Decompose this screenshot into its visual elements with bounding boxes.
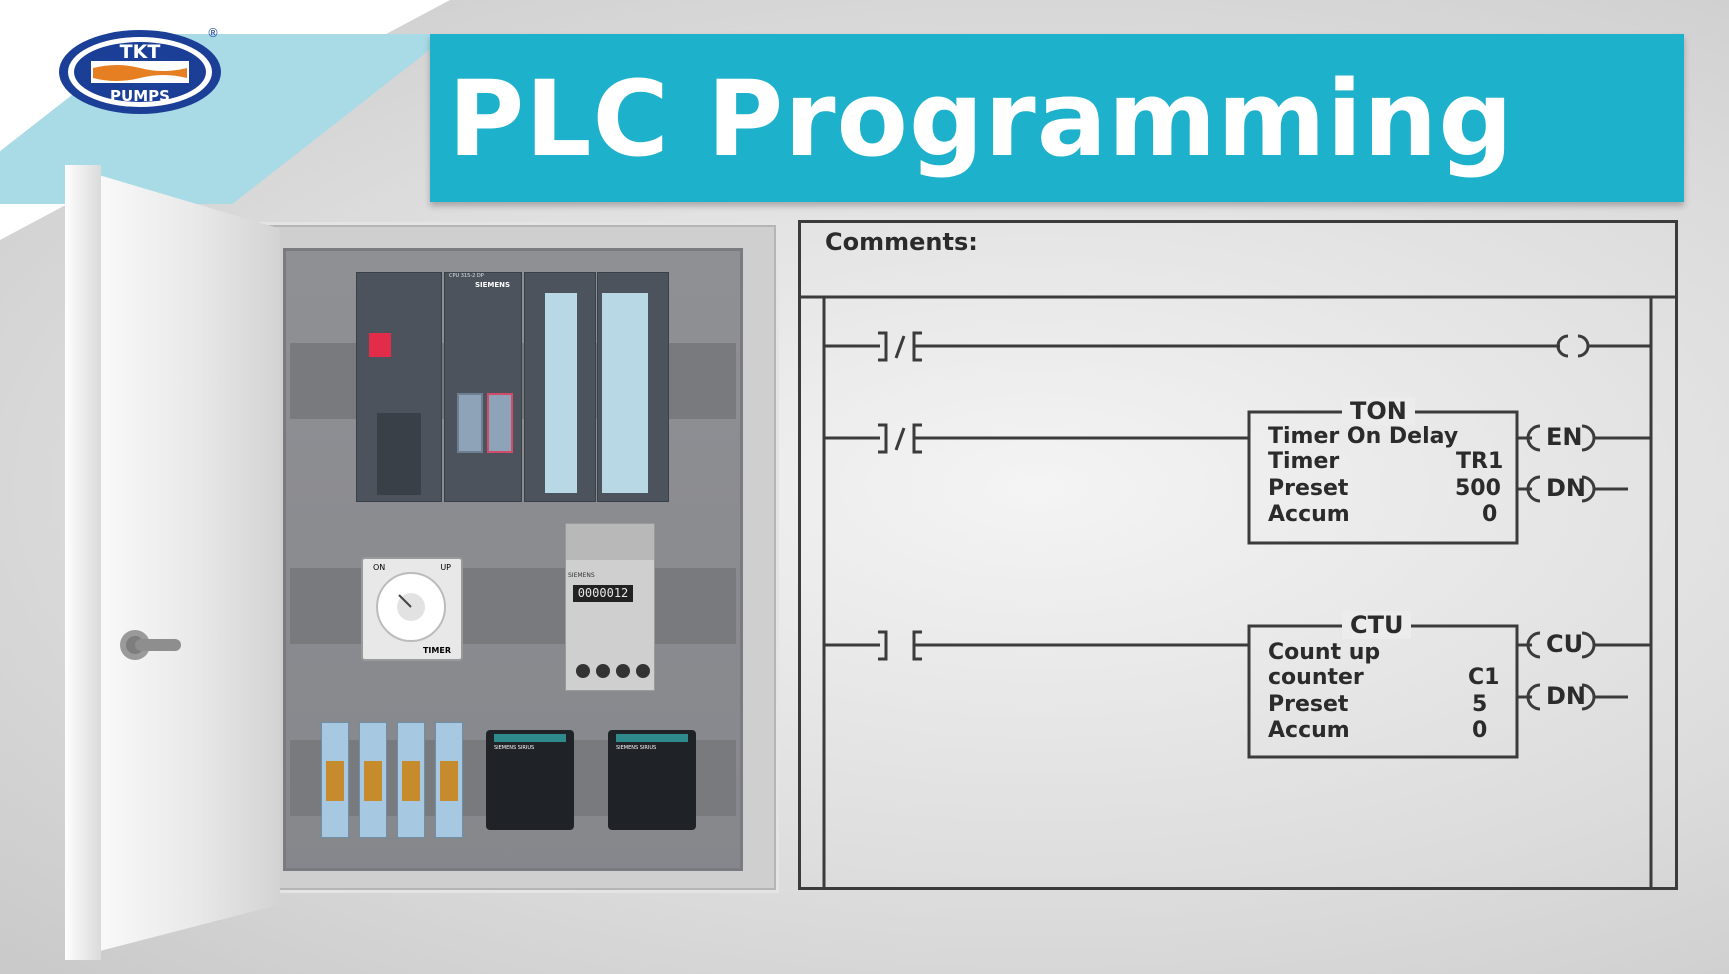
rung3-no-contact-left [878, 630, 888, 661]
contactor-1: SIEMENS SIRIUS [486, 730, 574, 830]
ctu-dn-coil-label: DN [1546, 682, 1587, 710]
cabinet-door-edge [65, 165, 101, 960]
ton-line-1-label: Timer [1268, 449, 1340, 474]
ctu-line-1-label: counter [1268, 665, 1364, 690]
ctu-cu-coil-left [1526, 631, 1541, 659]
plc-model: CPU 315-2 DP [449, 273, 484, 279]
io-label-strip [602, 293, 648, 493]
counter-brand: SIEMENS [568, 572, 595, 579]
ctu-cu-coil-right [1581, 631, 1596, 659]
ctu-line-2-label: Preset [1268, 692, 1349, 717]
analog-timer: ON UP TIMER [361, 557, 463, 661]
ctu-line-0-label: Count up [1268, 640, 1381, 665]
plc-io-module-1 [524, 272, 596, 502]
ton-line-3-label: Accum [1268, 502, 1350, 527]
power-vent [377, 413, 421, 495]
ladder-diagram-frame [798, 220, 1678, 890]
ctu-cu-coil-label: CU [1546, 630, 1584, 658]
io-label-strip [545, 293, 577, 493]
timer-on-label: ON [373, 563, 386, 572]
tkt-pumps-logo: TKT PUMPS [59, 30, 221, 114]
rung2-nc-contact-slash [894, 427, 906, 451]
ton-en-coil-label: EN [1546, 423, 1583, 451]
ctu-line-1-value: C1 [1468, 665, 1500, 690]
plc-io-module-2 [597, 272, 669, 502]
digital-counter: SIEMENS [565, 523, 655, 691]
relay-3 [397, 722, 425, 838]
ctu-line-3-label: Accum [1268, 718, 1350, 743]
ctu-line-3-value: 0 [1472, 718, 1488, 743]
rung1-nc-contact-slash [894, 335, 906, 359]
ton-line-3-value: 0 [1482, 502, 1498, 527]
counter-display: 0000012 [573, 585, 633, 602]
ton-en-coil-right [1581, 424, 1596, 452]
plc-cpu-module: SIEMENS CPU 315-2 DP [444, 272, 522, 502]
rung1-coil-right [1577, 334, 1590, 358]
rung1-coil-left [1556, 334, 1569, 358]
plc-brand: SIEMENS [475, 281, 511, 289]
profibus-port [457, 393, 483, 453]
timer-up-label: UP [440, 563, 451, 572]
timer-label: TIMER [422, 646, 451, 655]
rung1-nc-contact-left [878, 331, 888, 362]
contactor-2: SIEMENS SIRIUS [608, 730, 696, 830]
ton-block-title: TON [1342, 397, 1415, 425]
relay-2 [359, 722, 387, 838]
door-handle-icon [120, 630, 181, 660]
power-indicator [369, 333, 391, 357]
ton-line-0-label: Timer On Delay [1268, 424, 1459, 449]
mpi-port [487, 393, 513, 453]
relay-1 [321, 722, 349, 838]
registered-mark: ® [207, 26, 219, 40]
ctu-line-2-value: 5 [1472, 692, 1488, 717]
ton-dn-coil-left [1526, 475, 1541, 503]
relay-4 [435, 722, 463, 838]
timer-dial [376, 572, 446, 642]
contactor-brand: SIEMENS SIRIUS [494, 745, 535, 751]
logo-line1: TKT [120, 41, 161, 63]
ctu-dn-coil-left [1526, 683, 1541, 711]
rung2-nc-contact-left [878, 423, 888, 454]
comments-label: Comments: [825, 228, 978, 256]
ton-line-2-label: Preset [1268, 476, 1349, 501]
ctu-block-title: CTU [1342, 611, 1412, 639]
ton-line-2-value: 500 [1455, 476, 1501, 501]
ton-dn-coil-label: DN [1546, 474, 1587, 502]
contactor-brand: SIEMENS SIRIUS [616, 745, 657, 751]
title-banner [430, 34, 1684, 202]
logo-line2: PUMPS [110, 87, 170, 105]
ton-en-coil-left [1526, 424, 1541, 452]
page-title: PLC Programming [448, 58, 1514, 180]
ton-line-1-value: TR1 [1456, 449, 1504, 474]
plc-power-supply [356, 272, 442, 502]
